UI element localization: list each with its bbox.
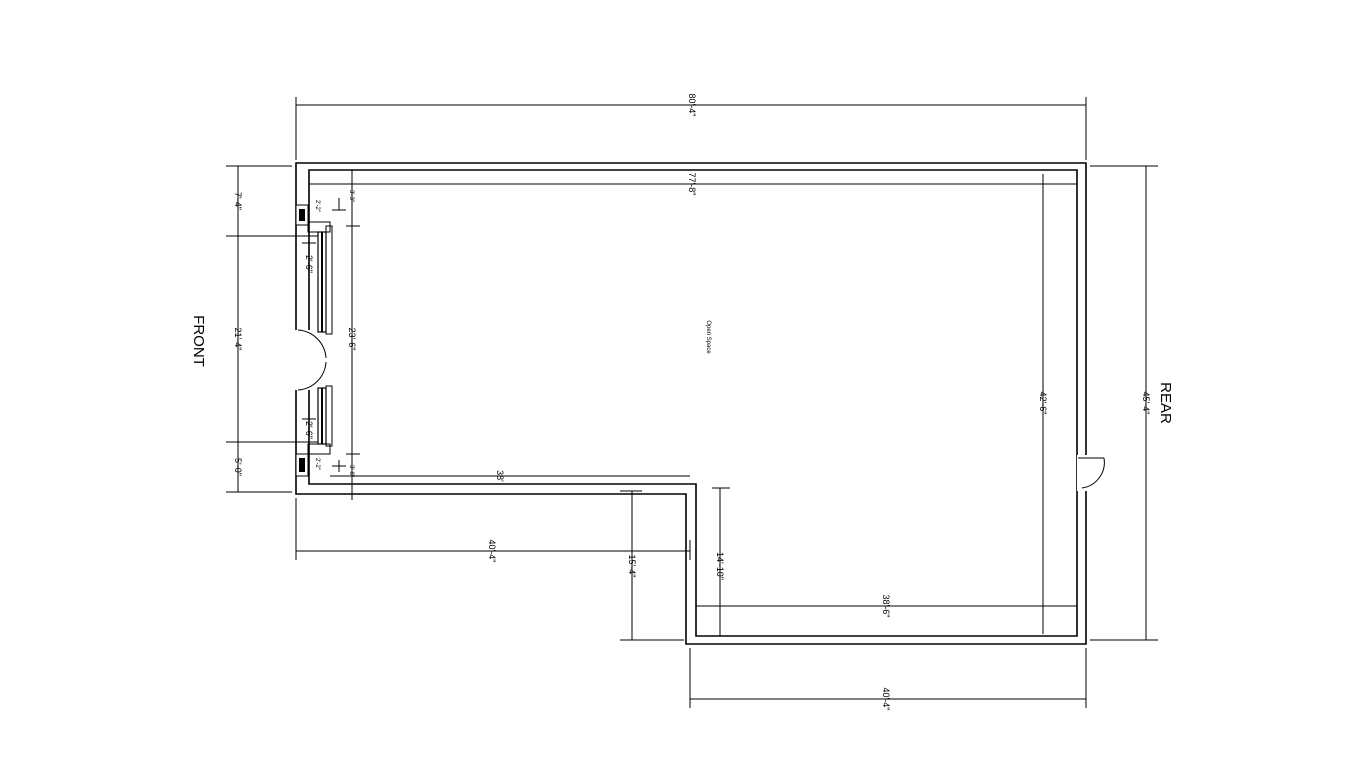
svg-text:5'-0": 5'-0": [233, 458, 243, 476]
svg-text:21'-4": 21'-4": [233, 328, 243, 351]
svg-text:40'-4": 40'-4": [487, 540, 497, 563]
dim-step-run: 38': [330, 470, 690, 482]
rear-door-opening: [1077, 455, 1089, 491]
front-door-swing-bottom: [297, 361, 327, 391]
svg-text:7'-4": 7'-4": [233, 192, 243, 210]
dim-bottom-right-outer: 40'-4": [689, 648, 1087, 711]
svg-text:42'-6": 42'-6": [1038, 392, 1048, 415]
svg-text:38'-6": 38'-6": [881, 595, 891, 618]
svg-text:2'-2": 2'-2": [314, 200, 320, 212]
dim-returns: 2'-2" 2'-2" 3'-3" 3'-8": [314, 170, 354, 500]
dim-step-drop-outer: 15'-4": [620, 490, 684, 641]
rear-label: REAR: [1157, 382, 1174, 424]
dim-top-overall: 80'-4": [295, 94, 1087, 160]
dim-right-inner: 42'-6": [1038, 174, 1048, 634]
svg-text:45'-4": 45'-4": [1141, 392, 1151, 415]
svg-text:14'-10": 14'-10": [715, 552, 725, 580]
svg-text:38': 38': [495, 470, 505, 482]
front-door-swing-top: [297, 329, 327, 359]
svg-text:3'-3": 3'-3": [348, 190, 354, 202]
svg-text:2'-6": 2'-6": [304, 421, 314, 439]
svg-text:3'-8": 3'-8": [348, 465, 354, 477]
front-window-bottom: [295, 385, 333, 477]
front-label: FRONT: [190, 315, 207, 367]
rear-door-swing: [1081, 457, 1105, 489]
dim-rear-height: 45'-4": [1090, 165, 1158, 641]
dim-bottom-right-inner: 38'-6": [696, 595, 1077, 618]
inner-wall: [308, 169, 1078, 637]
svg-text:77'-8": 77'-8": [687, 173, 697, 196]
dim-front-inner-opening: 23'-6": [346, 225, 360, 455]
front-window-top: [295, 204, 333, 335]
svg-text:15'-4": 15'-4": [627, 555, 637, 578]
svg-text:80'-4": 80'-4": [687, 94, 697, 117]
dim-front-chain: 7'-4" 21'-4" 5'-0": [226, 165, 318, 493]
dim-windows: 2'-6" 2'-6": [302, 242, 316, 440]
svg-text:40'-4": 40'-4": [881, 688, 891, 711]
dim-step-drop-inner: 14'-10": [712, 487, 730, 636]
dim-step-left-outer: 40'-4": [295, 498, 691, 563]
outer-wall: [295, 162, 1087, 645]
svg-text:23'-6": 23'-6": [347, 328, 357, 351]
svg-text:2'-6": 2'-6": [304, 255, 314, 273]
front-door-opening: [292, 330, 312, 390]
dim-top-inner: 77'-8": [309, 173, 1077, 196]
svg-text:2'-2": 2'-2": [314, 458, 320, 470]
room-label: Open Space: [705, 320, 711, 354]
